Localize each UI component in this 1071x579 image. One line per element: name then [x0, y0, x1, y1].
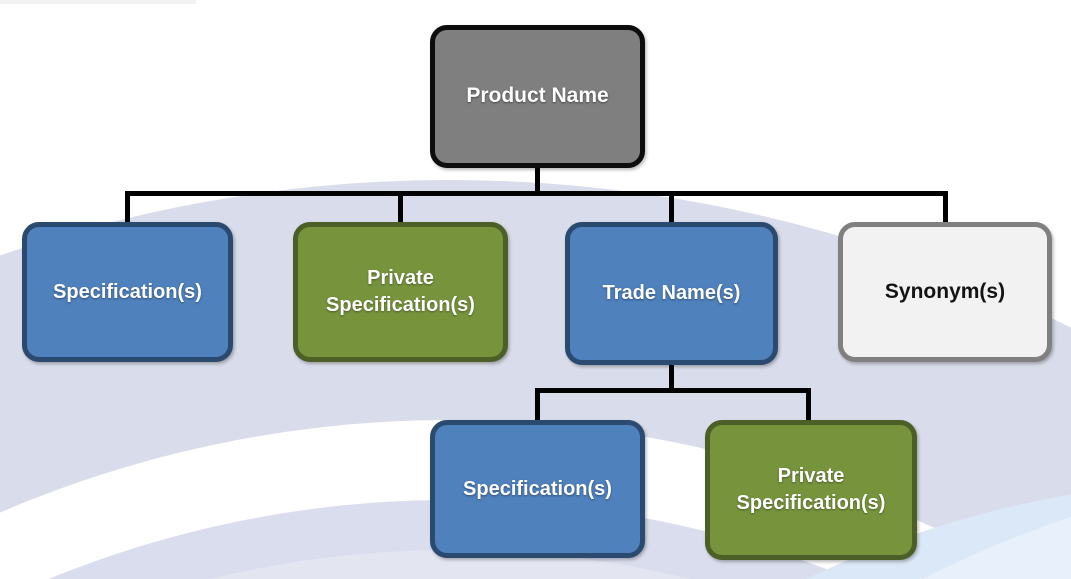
node-synonym-label: Synonym(s): [884, 279, 1006, 303]
connector-drop-trade-name: [669, 191, 674, 224]
node-trade-private-specification: Private Specification(s): [705, 420, 917, 560]
node-trade-name: Trade Name(s): [565, 222, 778, 365]
connector-drop-synonym: [943, 191, 948, 224]
node-trade-specification: Specification(s): [430, 420, 645, 558]
connector-drop-private-specification: [398, 191, 403, 224]
connector-drop-trade-private-specification: [806, 388, 811, 422]
connector-level2-horizontal: [535, 388, 811, 393]
node-trade-name-label: Trade Name(s): [602, 282, 741, 304]
node-trade-private-specification-label: Private Specification(s): [736, 465, 886, 514]
node-trade-specification-label: Specification(s): [463, 477, 612, 500]
top-edge-strip: [0, 0, 196, 4]
node-specification: Specification(s): [22, 222, 233, 362]
connector-root-drop: [535, 166, 540, 194]
node-private-specification: Private Specification(s): [293, 222, 508, 362]
node-synonym: Synonym(s): [838, 222, 1052, 362]
node-specification-label: Specification(s): [53, 280, 202, 303]
node-product-name-label: Product Name: [466, 84, 609, 108]
node-product-name: Product Name: [430, 25, 645, 168]
connector-drop-specification: [125, 191, 130, 224]
connector-drop-trade-specification: [535, 388, 540, 422]
connector-level1-horizontal: [125, 191, 948, 196]
node-private-specification-label: Private Specification(s): [326, 267, 475, 316]
watermark-arc-blue-outer: [240, 480, 1071, 579]
connector-trade-drop: [669, 363, 674, 391]
